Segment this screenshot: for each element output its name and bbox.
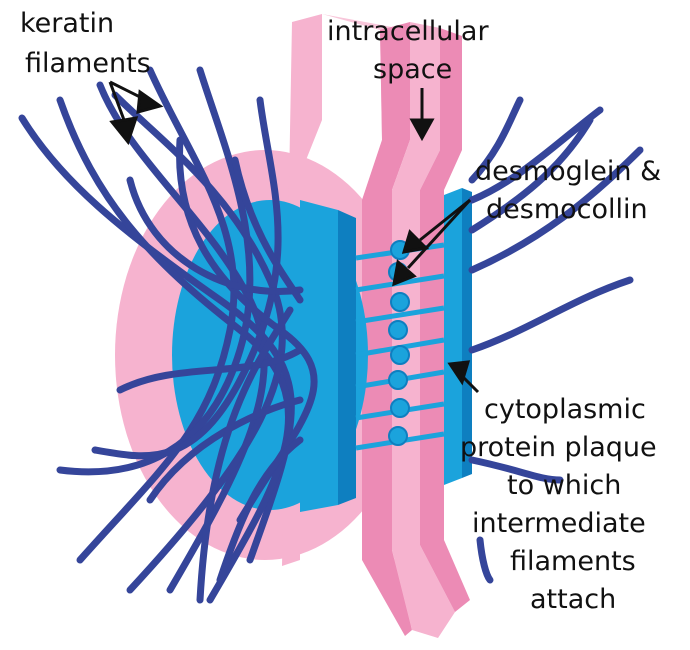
keratin-label-line2: filaments bbox=[25, 48, 151, 79]
intracellular-label-line2: space bbox=[373, 54, 452, 85]
plaque-label-line6: attach bbox=[530, 584, 616, 615]
desmo-label-line2: desmocollin bbox=[486, 194, 648, 225]
plaque-label-line4: intermediate bbox=[472, 508, 646, 539]
left-plaque-edge bbox=[338, 210, 356, 505]
intracellular-label-line1: intracellular bbox=[327, 16, 489, 47]
plaque-label-line5: filaments bbox=[510, 546, 636, 577]
desmo-label-line1: desmoglein & bbox=[475, 156, 661, 187]
plaque-label-line3: to which bbox=[507, 470, 621, 501]
plaque-label-line1: cytoplasmic bbox=[484, 394, 646, 425]
plaque-label-line2: protein plaque bbox=[460, 432, 657, 463]
keratin-label-line1: keratin bbox=[20, 8, 114, 39]
